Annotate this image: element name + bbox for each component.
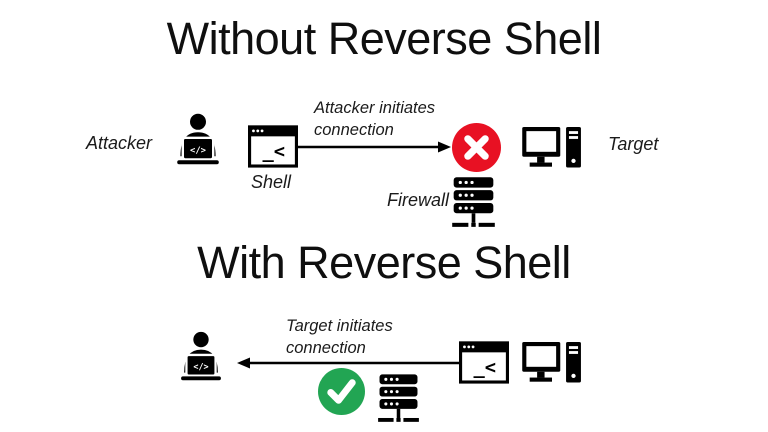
attack-arrow-label-line1: Attacker initiates: [314, 99, 436, 117]
firewall-server-icon-bottom: [376, 374, 421, 424]
section-title-with: With Reverse Shell: [197, 237, 571, 288]
firewall-server-icon: [450, 177, 497, 229]
attacker-at-laptop-icon-bottom: </>: [178, 331, 224, 385]
target-label: Target: [608, 134, 659, 154]
shell-terminal-icon-bottom: _<: [459, 341, 509, 384]
reverse-arrow-left: [236, 355, 460, 371]
reverse-arrow-label-line2: connection: [286, 339, 366, 357]
shell-terminal-icon: _<: [248, 125, 298, 168]
terminal-prompt-glyph: _<: [262, 141, 285, 162]
attack-arrow-right: [298, 139, 452, 155]
allowed-check-icon: [318, 368, 365, 415]
target-computer-icon: [522, 127, 582, 170]
laptop-code-glyph: </>: [193, 362, 208, 372]
attack-arrow-label: Attacker initiates connection: [314, 97, 435, 141]
target-computer-icon-bottom: [522, 342, 582, 385]
blocked-x-icon: [452, 123, 501, 172]
section-title-without: Without Reverse Shell: [166, 13, 602, 64]
attack-arrow-label-line2: connection: [314, 121, 394, 139]
attacker-label: Attacker: [86, 133, 153, 153]
laptop-code-glyph: </>: [190, 146, 206, 156]
firewall-label: Firewall: [387, 190, 450, 210]
attacker-at-laptop-icon: </>: [174, 113, 222, 169]
terminal-prompt-glyph: _<: [473, 357, 496, 378]
reverse-arrow-label: Target initiates connection: [286, 315, 393, 359]
shell-label: Shell: [251, 172, 292, 192]
reverse-arrow-label-line1: Target initiates: [286, 317, 393, 335]
